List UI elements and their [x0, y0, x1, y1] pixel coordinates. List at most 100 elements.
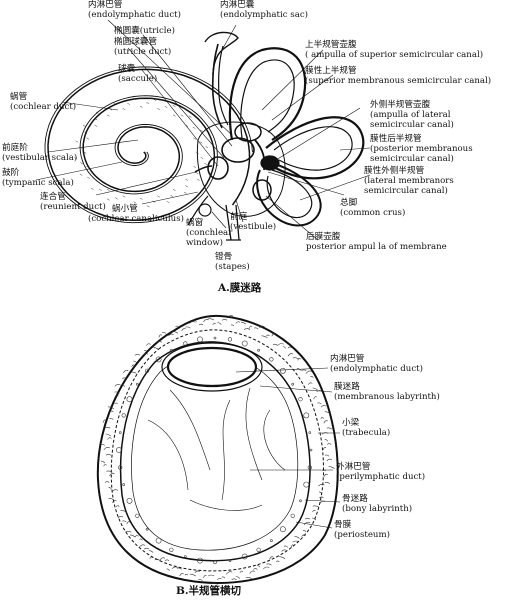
bone-texture-mark	[323, 420, 329, 424]
label-text: 内淋巴管	[88, 0, 123, 10]
texture-stroke	[195, 151, 199, 154]
bone-texture-mark	[277, 343, 285, 346]
bone-texture-pore	[136, 382, 139, 386]
lateral-canal-shape	[256, 161, 322, 227]
label-text: 膜性上半规管	[305, 66, 357, 76]
texture-stroke	[83, 151, 87, 154]
bone-texture-mark	[166, 568, 170, 571]
texture-stroke	[200, 129, 203, 132]
label-endolymphatic-duct: 内淋巴管 (endolymphatic duct)	[88, 0, 181, 20]
texture-stroke	[75, 140, 79, 143]
bone-texture-mark	[103, 464, 107, 467]
bone-texture-mark	[226, 315, 234, 319]
texture-stroke	[106, 198, 110, 201]
label-vestibule: 前庭 (vestibule)	[230, 212, 276, 232]
bone-texture-mark	[212, 322, 216, 326]
bone-texture-mark	[121, 384, 125, 387]
texture-stroke	[205, 146, 209, 149]
label-text: (common crus)	[340, 208, 406, 218]
label-text: 上半规管壶腹	[305, 40, 357, 50]
bone-texture-pore	[257, 348, 260, 352]
bone-texture-mark	[114, 384, 121, 387]
bone-texture-mark	[138, 544, 146, 548]
label-saccule: 球囊 (saccule)	[118, 64, 157, 84]
texture-stroke	[126, 204, 129, 207]
label-posterior-ampulla: 后膜壶腹 posterior ampul la of membrane	[306, 232, 447, 252]
bone-texture-pore	[118, 465, 123, 470]
texture-stroke	[106, 114, 110, 117]
bone-texture-mark	[301, 534, 306, 537]
bone-texture-mark	[102, 419, 107, 423]
bone-texture-mark	[159, 557, 166, 561]
bone-texture-pore	[241, 553, 248, 560]
bone-texture-mark	[114, 391, 120, 394]
label-text: posterior ampul la of membrane	[306, 242, 447, 252]
bone-texture-mark	[208, 574, 215, 577]
texture-stroke	[204, 162, 208, 165]
texture-stroke	[95, 111, 99, 114]
label-text: (tympanic scala)	[2, 178, 74, 188]
bone-texture-mark	[308, 382, 313, 385]
bone-texture-mark	[326, 458, 333, 462]
label-text: (trabecula)	[342, 428, 391, 438]
bone-texture-mark	[312, 505, 319, 508]
texture-stroke	[87, 176, 90, 179]
bone-texture-mark	[263, 566, 270, 570]
bone-texture-pore	[307, 465, 312, 470]
bone-texture-mark	[143, 350, 148, 352]
bone-texture-mark	[287, 353, 294, 357]
texture-stroke	[164, 106, 168, 109]
bone-texture-mark	[305, 370, 313, 374]
bone-texture-mark	[290, 544, 295, 548]
texture-stroke	[157, 108, 160, 111]
bone-texture-mark	[302, 530, 307, 532]
bone-texture-mark	[107, 437, 112, 440]
texture-stroke	[172, 188, 176, 191]
bone-texture-mark	[101, 443, 105, 446]
texture-stroke	[90, 187, 94, 190]
stapes-shape	[225, 204, 241, 241]
label-b-membranous-labyrinth: 膜迷路 (membranous labyrinth)	[334, 382, 440, 402]
leader-lines-a	[35, 19, 371, 241]
label-text: 骨迷路	[342, 494, 368, 504]
bone-texture-mark	[171, 566, 179, 569]
bone-texture-mark	[122, 377, 127, 380]
bone-texture-mark	[107, 406, 115, 410]
texture-stroke	[84, 131, 87, 134]
bone-texture-mark	[130, 371, 137, 374]
bone-texture-mark	[253, 568, 258, 570]
bone-texture-mark	[189, 573, 196, 577]
texture-stroke	[185, 185, 188, 188]
texture-stroke	[193, 165, 197, 168]
bone-texture-mark	[287, 346, 293, 349]
label-text: (stapes)	[215, 262, 250, 272]
label-text: (endolymphatic duct)	[330, 364, 423, 374]
bone-texture-mark	[318, 484, 325, 487]
bone-texture-mark	[249, 570, 255, 574]
label-b-bony-labyrinth: 骨迷路 (bony labyrinth)	[342, 494, 412, 514]
bone-texture-mark	[189, 321, 196, 324]
bone-texture-pore	[270, 539, 273, 542]
bone-texture-pore	[184, 555, 187, 558]
ampulla-lateral-shape	[260, 155, 280, 171]
bone-texture-mark	[104, 481, 110, 483]
bone-texture-mark	[272, 343, 279, 346]
bone-texture-pore	[212, 559, 218, 565]
label-utricle-duct: 椭圆球囊管 (utricle duct)	[114, 37, 171, 57]
bone-texture-mark	[193, 319, 197, 322]
bone-texture-mark	[105, 454, 112, 456]
bone-texture-mark	[155, 341, 163, 343]
cochlea-spiral	[47, 68, 251, 221]
utricle-shape	[221, 137, 255, 163]
bone-texture-mark	[111, 489, 119, 492]
bone-texture-mark	[248, 325, 253, 329]
label-lateral-membranous: 膜性外侧半规管 (lateral membranors semicircular…	[364, 166, 454, 196]
bone-texture-mark	[304, 517, 311, 520]
texture-stroke	[185, 178, 189, 181]
cochlear-canaliculus-shape	[187, 195, 209, 226]
bone-texture-mark	[134, 354, 141, 356]
bone-texture-mark	[324, 454, 330, 457]
bone-texture-pore	[228, 559, 232, 562]
bone-texture-mark	[158, 334, 163, 338]
caption-figure-a: A.膜迷路	[218, 282, 262, 294]
